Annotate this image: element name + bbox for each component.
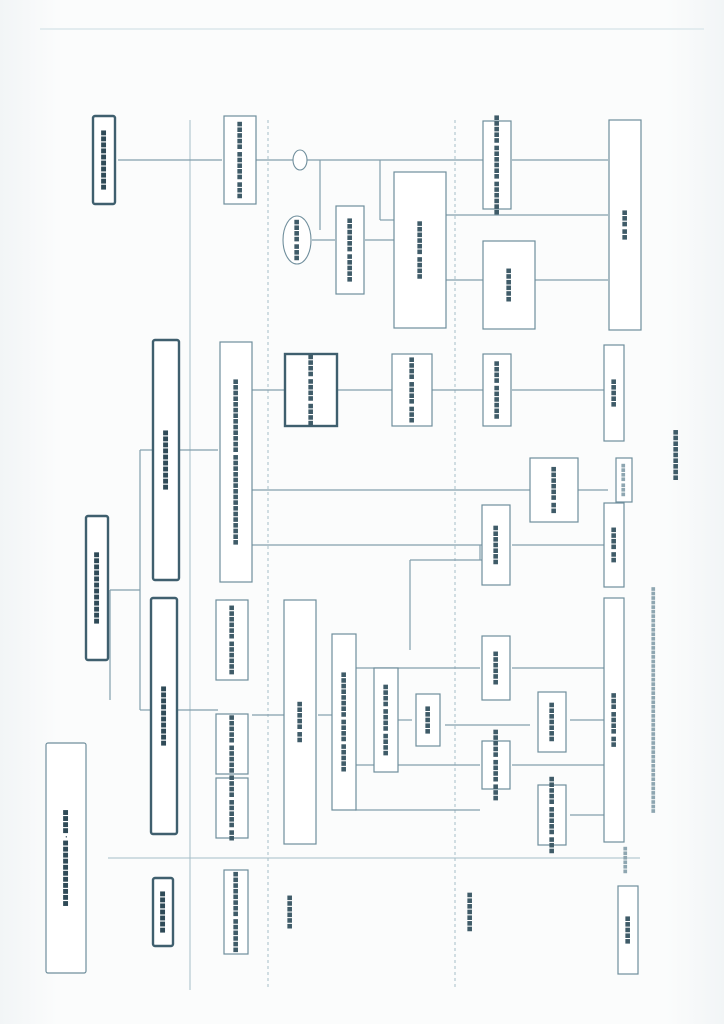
node-top-right: ■■■■■■■■■■: [91, 114, 117, 206]
node-mid-c: ■■■■ ■■■■ ■■■■: [283, 352, 339, 428]
node-low-g: ■■■■ ■■■■■■: [482, 353, 512, 427]
node-low-b-text: ■■■■■■ ■■: [550, 466, 557, 514]
node-left-label-4: ■■■■■■■: [466, 892, 473, 932]
diagram-caption: ■■■■■■■■■: [672, 429, 679, 480]
node-oval-a: ■■■■ ■■■: [282, 215, 312, 265]
node-tier1-b-text: ■■■■■ ■■■■■: [228, 715, 235, 774]
node-top-root: ■■■■■■■■■■■■: [84, 514, 110, 662]
diagram-footnote: ■■■■■■■■■■■■■■■■■■■■■■■■■■■■■■■■■■■■■■■■…: [650, 587, 656, 814]
node-mid-d: ■■■■ ■■■■ ■■■: [391, 353, 433, 427]
node-hub-a-text: ■■■■■ ■■: [296, 701, 303, 743]
node-left-label-2-text: ■■■■■■■■ ■■■■■■: [232, 871, 239, 953]
node-mid-b: ■■■■■: [415, 693, 441, 747]
node-org-b: ■■■■■■■■■■: [151, 338, 181, 582]
node-bottom-d-text: ■■■■■: [610, 379, 617, 408]
node-bottom-b: ■■■■ ■■: [603, 502, 625, 588]
node-left-label-bottom-text: ■■■■■: [624, 916, 631, 945]
node-mid-e: ■■■■■■ ■■■■■: [335, 205, 365, 295]
node-low-top: ■■■■■ ■■■■■■ ■■■■■■: [482, 115, 512, 216]
diagram-footnote-text: ■■■■■■■■■■■■■■■■■■■■■■■■■■■■■■■■■■■■■■■■…: [650, 587, 656, 814]
node-mid-e-text: ■■■■■■ ■■■■■: [346, 218, 353, 283]
node-left-label-bottom: ■■■■■: [617, 885, 639, 975]
node-low-g-text: ■■■■ ■■■■■■: [493, 361, 500, 420]
node-bottom-b-text: ■■■■ ■■: [610, 527, 617, 563]
node-low-h-text: ■■■■■■: [505, 268, 512, 302]
node-mid-f-text: ■■■■■■ ■■■■: [416, 221, 423, 280]
node-bottom-e-text: ■■■ ■■: [621, 210, 628, 241]
node-bottom-c-text: ■■■■ ■■■: [620, 463, 626, 497]
node-low-b: ■■■■■■ ■■: [529, 457, 579, 523]
node-low-a-text: ■■■■■■■: [492, 525, 499, 565]
section-dividers: [108, 120, 640, 990]
node-low-f-text: ■■■■■ ■■■■■ ■■■: [548, 776, 555, 854]
node-tier1-d: ■■■■■■■■■■■■■ ■■■■■■■■■■■■■■■■: [219, 341, 253, 583]
node-hub-a: ■■■■■ ■■: [283, 599, 317, 845]
node-bottom-f-text: ■■■■■■: [622, 846, 628, 874]
node-mid-a: ■■■■ ■■■■ ■■■■: [373, 667, 399, 773]
node-hub-b-text: ■■■■■■■■ ■■■■ ■■■■■: [340, 672, 347, 773]
node-mid-f: ■■■■■■ ■■■■: [393, 171, 447, 329]
node-bottom-e: ■■■ ■■: [608, 119, 642, 331]
node-tier1-a-text: ■■■■ ■■■■■ ■■: [228, 775, 235, 842]
node-bottom-d: ■■■■■: [603, 344, 625, 442]
node-left-label-3: ■■■■■■: [286, 895, 293, 929]
node-mid-a-text: ■■■■ ■■■■ ■■■■: [382, 684, 389, 756]
node-tier1-c-text: ■■■■■■ ■■■■■■: [228, 605, 235, 675]
node-low-h: ■■■■■■: [482, 240, 536, 330]
node-right-side: ■■■■■ ■■■■■ ■■■: [223, 115, 257, 205]
node-low-f: ■■■■■ ■■■■■ ■■■: [537, 776, 567, 854]
node-org-b-text: ■■■■■■■■■■: [162, 430, 170, 490]
node-org-a-text: ■■■■■■■■■■: [160, 686, 168, 746]
scan-top-edge: [40, 28, 704, 30]
node-bottom-a-text: ■■■ ■■■■ ■■: [610, 693, 617, 748]
node-mid-d-text: ■■■■ ■■■■ ■■■: [408, 357, 415, 424]
node-top-root-text: ■■■■■■■■■■■■: [93, 552, 101, 624]
node-low-c: ■■■■■■: [481, 635, 511, 701]
node-left-label-3-text: ■■■■■■: [286, 895, 293, 929]
node-tier1-c: ■■■■■■ ■■■■■■: [215, 599, 249, 681]
node-org-a: ■■■■■■■■■■: [149, 596, 179, 836]
node-low-top-text: ■■■■■ ■■■■■■ ■■■■■■: [493, 115, 500, 216]
node-bottom-f: ■■■■■■: [622, 846, 628, 874]
node-oval-b: [292, 149, 308, 171]
node-low-c-text: ■■■■■■: [492, 651, 499, 685]
node-left-label-2: ■■■■■■■■ ■■■■■■: [223, 869, 249, 955]
node-hub-b: ■■■■■■■■ ■■■■ ■■■■■: [331, 633, 357, 811]
title-box: ■■■■・■■■■■■■■■■■: [45, 742, 87, 974]
node-mid-b-text: ■■■■■: [424, 706, 431, 735]
node-right-side-text: ■■■■■ ■■■■■ ■■■: [236, 121, 243, 199]
node-low-a: ■■■■■■■: [481, 504, 511, 586]
node-left-label-top-text: ■■■■■■■: [159, 891, 167, 933]
diagram-caption-text: ■■■■■■■■■: [672, 429, 679, 480]
node-oval-a-text: ■■■■ ■■■: [293, 219, 300, 261]
node-left-label-top: ■■■■■■■: [151, 876, 175, 948]
node-tier1-b: ■■■■■ ■■■■■: [215, 713, 249, 775]
node-bottom-c: ■■■■ ■■■: [615, 457, 633, 503]
node-bottom-a: ■■■ ■■■■ ■■: [603, 597, 625, 843]
node-low-d-text: ■■■■■■■: [548, 702, 555, 742]
node-mid-c-text: ■■■■ ■■■■ ■■■■: [307, 354, 314, 426]
title-text: ■■■■・■■■■■■■■■■■: [62, 810, 70, 907]
node-low-d: ■■■■■■■: [537, 691, 567, 753]
node-tier1-d-text: ■■■■■■■■■■■■■ ■■■■■■■■■■■■■■■■: [232, 379, 239, 546]
node-low-e: ■■■■■ ■■■■ ■■■: [481, 729, 511, 801]
node-low-e-text: ■■■■■ ■■■■ ■■■: [492, 729, 499, 801]
node-top-right-text: ■■■■■■■■■■: [100, 130, 108, 190]
node-tier1-a: ■■■■ ■■■■■ ■■: [215, 775, 249, 842]
node-left-label-4-text: ■■■■■■■: [466, 892, 473, 932]
